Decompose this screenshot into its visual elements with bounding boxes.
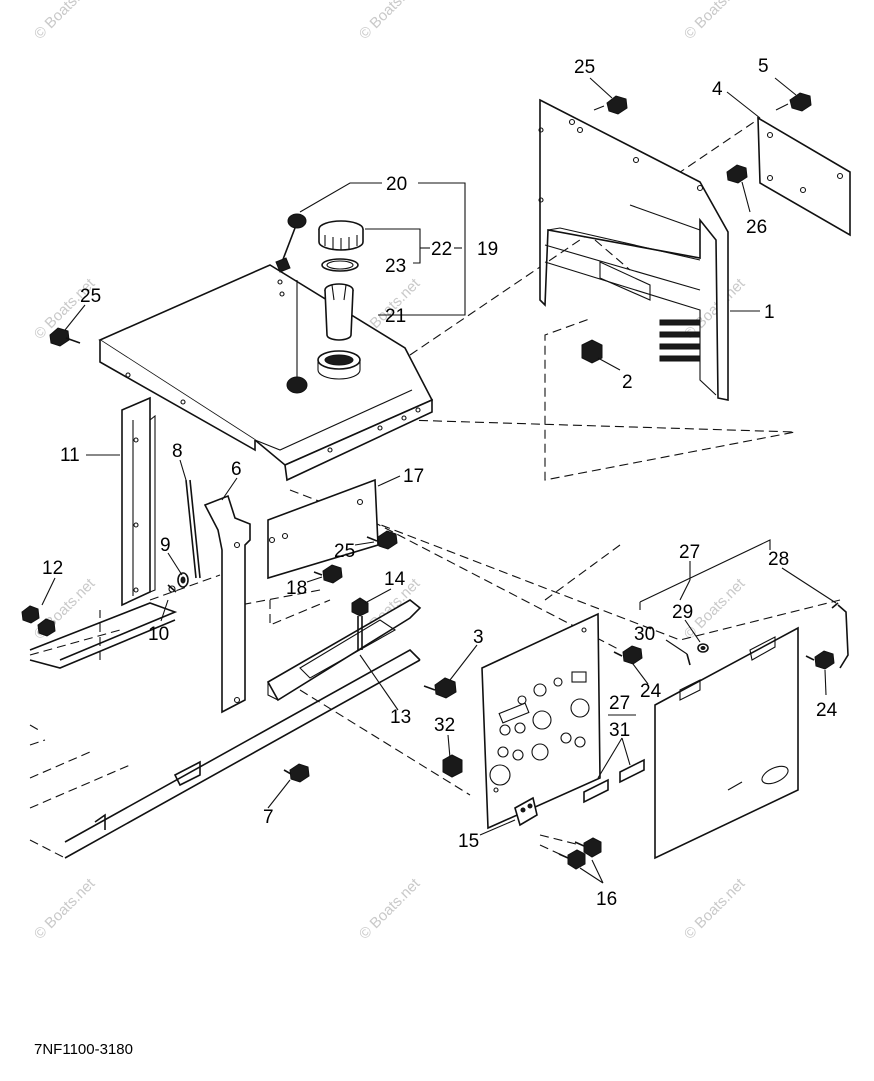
label-part-4: 4: [712, 79, 723, 100]
label-part-11: 11: [60, 445, 80, 466]
watermark-text: © Boats.net: [31, 0, 99, 43]
bolt-16: [558, 837, 602, 870]
label-part-1: 1: [764, 302, 775, 323]
diagram-code: 7NF1100-3180: [34, 1041, 133, 1058]
part-cover-plate: [757, 116, 851, 237]
label-part-12: 12: [42, 558, 63, 579]
label-part-7: 7: [263, 807, 274, 828]
label-part-27-lower: 27: [609, 693, 630, 714]
part-door-panel: [654, 626, 799, 860]
filter-21: [324, 283, 354, 341]
label-part-31: 31: [609, 720, 630, 741]
label-part-17: 17: [403, 466, 424, 487]
part-rear-panel: [538, 98, 729, 401]
leader-lines: [41, 77, 837, 884]
label-part-30: 30: [634, 624, 655, 645]
bolt-26: [726, 164, 748, 184]
bolt-7: [283, 763, 310, 783]
label-part-8: 8: [172, 441, 183, 462]
fuel-gauge-20: [275, 213, 308, 394]
nut-32: [442, 754, 463, 778]
label-part-16: 16: [596, 889, 617, 910]
part-base-frame: [29, 602, 421, 859]
part-control-panel: [481, 612, 601, 830]
watermark-text: © Boats.net: [356, 875, 424, 943]
label-part-15: 15: [458, 831, 479, 852]
label-part-19: 19: [477, 239, 498, 260]
part-washer-9: [177, 572, 189, 588]
part-latch-29: [697, 643, 709, 653]
label-part-5: 5: [758, 56, 769, 77]
label-part-14: 14: [384, 569, 406, 590]
watermark-text: © Boats.net: [31, 875, 99, 943]
bolt-25-left: [49, 327, 81, 347]
bolt-18: [313, 564, 343, 584]
gasket-23: [321, 258, 359, 272]
bolt-24-right: [805, 650, 835, 670]
label-part-25-mid: 25: [334, 541, 355, 562]
label-part-27-top: 27: [679, 542, 700, 563]
bolt-25-top: [593, 95, 628, 115]
fuel-cap-22: [318, 220, 364, 251]
label-part-13: 13: [390, 707, 411, 728]
label-part-24-right: 24: [816, 700, 838, 721]
label-part-26: 26: [746, 217, 767, 238]
label-part-20: 20: [386, 174, 407, 195]
part-pin-10: [167, 584, 177, 593]
label-part-10: 10: [148, 624, 169, 645]
label-part-32: 32: [434, 715, 455, 736]
vent-slots: [659, 319, 701, 362]
part-foam-31: [583, 758, 645, 804]
part-plate-17: [267, 478, 379, 580]
filler-neck: [317, 350, 361, 380]
part-rail-13: [266, 599, 422, 702]
part-bracket-11: [121, 396, 156, 607]
label-part-25-top: 25: [574, 57, 595, 78]
part-labels: 1 2 3 4 5 6 7 8 9 10 11 12 13 14 15 16 1…: [42, 56, 838, 910]
bolt-14: [351, 597, 369, 650]
callout-brackets: [299, 182, 466, 316]
label-part-23: 23: [385, 256, 406, 277]
label-part-21: 21: [385, 306, 406, 327]
label-part-28: 28: [768, 549, 789, 570]
label-part-22: 22: [431, 239, 452, 260]
part-hinge-pin-28: [831, 602, 849, 669]
bolt-24-left: [613, 645, 643, 665]
nut-2: [581, 339, 603, 364]
bolt-3: [423, 677, 457, 699]
part-connector-15: [514, 796, 538, 827]
label-part-24-left: 24: [640, 681, 662, 702]
label-part-6: 6: [231, 459, 242, 480]
label-part-9: 9: [160, 535, 171, 556]
watermark-text: © Boats.net: [681, 0, 749, 43]
watermark-text: © Boats.net: [681, 875, 749, 943]
label-part-18: 18: [286, 578, 307, 599]
part-latch-30: [686, 653, 691, 666]
part-rod-8: [185, 479, 201, 579]
label-part-2: 2: [622, 372, 633, 393]
watermark-text: © Boats.net: [356, 0, 424, 43]
label-part-29: 29: [672, 602, 693, 623]
bolt-5: [775, 92, 812, 112]
bolt-group-upper: [581, 92, 812, 364]
label-part-3: 3: [473, 627, 484, 648]
part-bracket-6: [203, 494, 251, 714]
bolt-12: [21, 605, 56, 637]
label-part-25-left: 25: [80, 286, 101, 307]
bolt-25-mid: [366, 530, 398, 550]
